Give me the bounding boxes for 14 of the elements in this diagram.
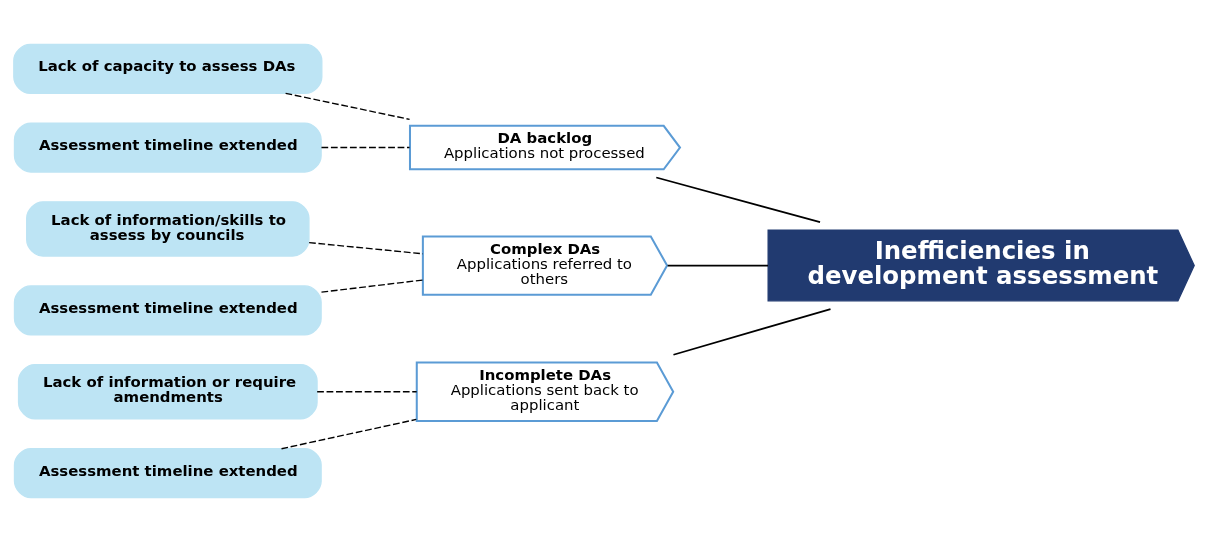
connector bbox=[666, 264, 769, 267]
connector bbox=[280, 418, 417, 450]
node-box: Lack of information/skills to assess by councils bbox=[26, 201, 310, 257]
connector bbox=[672, 308, 832, 356]
node-box: Assessment timeline extended bbox=[13, 448, 322, 499]
connector bbox=[655, 176, 821, 223]
connector bbox=[284, 92, 411, 121]
connector bbox=[316, 391, 418, 393]
node-box: Assessment timeline extended bbox=[13, 122, 322, 173]
node-box: Assessment timeline extended bbox=[13, 285, 322, 336]
connector bbox=[320, 146, 411, 149]
connector bbox=[320, 279, 424, 293]
node-box: Lack of capacity to assess DAs bbox=[13, 43, 323, 94]
node-box: Lack of information or require amendments bbox=[17, 363, 318, 420]
